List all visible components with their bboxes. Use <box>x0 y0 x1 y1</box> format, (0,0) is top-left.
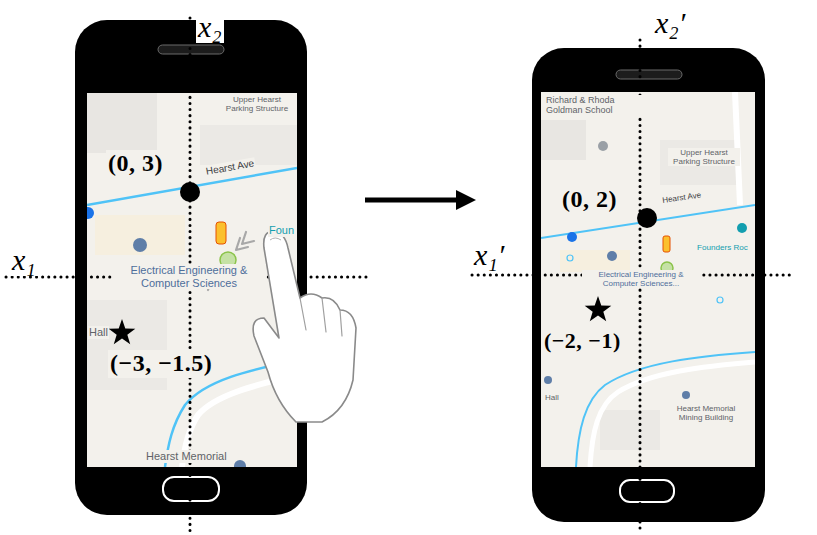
place-label: Founders Roc <box>696 243 749 252</box>
building <box>87 300 167 390</box>
map-label: Hall <box>88 326 109 339</box>
campus-area <box>560 250 630 272</box>
map <box>541 92 755 467</box>
building <box>200 125 297 165</box>
hand-lines <box>300 298 342 336</box>
transform-arrow <box>365 198 470 203</box>
pegman <box>216 222 226 244</box>
phone-after: (0, 2) (−2, −1) Richard & Rhoda Goldman Sc… <box>532 48 765 522</box>
map-label: Hearst Memorial Mining Building <box>663 404 749 422</box>
axes <box>6 18 792 533</box>
coordinate-label: (−2, −1) <box>542 328 623 353</box>
pegman <box>663 236 670 252</box>
axis-line <box>6 276 370 279</box>
map-pin <box>682 391 690 399</box>
campus-area <box>95 215 185 255</box>
school-pin <box>133 238 147 252</box>
building-label: Electrical Engineering & Computer Scienc… <box>582 270 700 288</box>
map <box>87 93 297 467</box>
hand-outline <box>253 231 356 422</box>
axis-label: x₂′ <box>653 6 687 39</box>
star-marker <box>585 296 612 321</box>
building-label: Electrical Engineering & Computer Scienc… <box>112 264 266 289</box>
map-pin <box>598 141 608 151</box>
point-dot <box>180 182 200 202</box>
building <box>600 410 660 450</box>
road <box>87 168 297 205</box>
axis-line <box>189 18 192 533</box>
pinch-arrows <box>200 232 254 290</box>
coordinate-label: (−3, −1.5) <box>108 350 214 378</box>
phone-before: (0, 3) (−3, −1.5) Upper Hearst Parking Str… <box>75 20 307 515</box>
axis-label: x₁′ <box>472 238 506 271</box>
axis-line <box>472 274 792 277</box>
map-pin <box>87 207 94 219</box>
map-label: Hearst Memorial <box>145 450 228 463</box>
home-button <box>620 480 674 502</box>
map-pin <box>567 232 577 242</box>
coordinate-label: (0, 2) <box>560 186 619 214</box>
map-dot <box>567 255 573 261</box>
axis-line <box>639 40 642 533</box>
building <box>541 120 586 160</box>
map-pin <box>234 460 246 467</box>
map-dot <box>717 297 723 303</box>
map-pin <box>737 223 747 233</box>
map-label: Hall <box>544 393 560 402</box>
map-label: Upper Hearst Parking Structure <box>668 148 740 166</box>
school-pin <box>607 251 617 261</box>
street-label: Hearst Ave <box>204 157 256 177</box>
phone-speaker <box>616 70 682 79</box>
map-label: Upper Hearst Parking Structure <box>218 95 296 114</box>
road <box>735 92 740 205</box>
map-pin <box>544 376 552 384</box>
coordinate-label: (0, 3) <box>106 150 165 178</box>
fingernail <box>270 238 281 240</box>
phone-screen <box>87 93 297 467</box>
phone-screen <box>541 92 755 467</box>
axis-label: x₂ <box>196 10 224 43</box>
star-marker <box>109 319 136 344</box>
street-label: Hearst Ave <box>661 190 703 205</box>
road <box>576 352 755 467</box>
hand <box>253 231 356 422</box>
location-dot <box>220 252 236 268</box>
road <box>590 362 755 467</box>
building <box>87 93 157 153</box>
point-dot <box>637 208 657 228</box>
map-label: Richard & Rhoda Goldman School <box>545 95 642 116</box>
building <box>660 140 740 185</box>
phone-body <box>532 48 765 522</box>
phone-after <box>532 48 765 522</box>
axis-label: x₁ <box>10 243 38 276</box>
location-dot <box>661 262 673 274</box>
place-label: Foun <box>268 224 295 237</box>
